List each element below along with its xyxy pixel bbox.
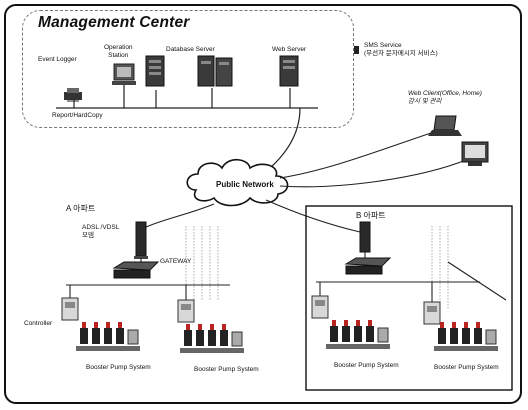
management-center-boundary (22, 10, 354, 128)
database-server-label: Database Server (166, 46, 215, 53)
sms-service-title: SMS Service (364, 42, 402, 49)
site-a-booster-label: Booster Pump System (194, 366, 259, 373)
site-b-bus (316, 261, 507, 302)
diagram-frame (4, 4, 522, 404)
gateway-icon (344, 257, 392, 275)
web-server-label: Web Server (272, 46, 307, 53)
event-logger-label: Event Logger (38, 56, 77, 63)
site-b-booster-label: Booster Pump System (334, 362, 399, 369)
operation-station-label: Operation Station (104, 44, 133, 60)
web-client-label: Web Client(Office, Home) 감시 및 관리 (408, 90, 482, 106)
controller-panel-icon (177, 299, 195, 323)
sms-phone-icon (354, 46, 359, 54)
web-client-title: Web Client(Office, Home) (408, 90, 482, 97)
public-network-label: Public Network (216, 180, 274, 189)
desktop-monitor-icon (461, 141, 489, 166)
controller-panel-icon (311, 295, 329, 319)
sms-service-subtitle: (무선자 문자메시지 서비스) (364, 50, 438, 57)
management-uplink (269, 107, 301, 169)
management-center-title: Management Center (38, 14, 190, 31)
pump-system-icon (180, 324, 244, 353)
cloud-icon (186, 158, 289, 207)
pump-system-icon (76, 322, 140, 351)
operation-station-label-line: Operation (104, 44, 133, 51)
site-b-label: B 아파트 (356, 211, 386, 220)
pump-system-icon (326, 320, 390, 349)
site-a-gateway-label: GATEWAY (160, 258, 192, 265)
site-a-booster-label: Booster Pump System (86, 364, 151, 371)
modem-icon (134, 221, 148, 259)
management-lan (56, 84, 318, 109)
web-client-subtitle: 감시 및 관리 (408, 98, 442, 105)
web-server-icon (279, 55, 299, 87)
site-b-boundary (305, 205, 513, 391)
operation-station-label-line: Station (108, 52, 129, 59)
laptop-icon (428, 115, 462, 136)
site-a-io-columns (185, 226, 219, 300)
controller-panel-icon (61, 297, 79, 321)
network-links (143, 131, 467, 233)
site-b-io-columns (431, 226, 449, 310)
pump-system-icon (434, 322, 498, 351)
modem-icon (359, 221, 371, 253)
site-a-modem-label: ADSL /VDSL 모뎀 (82, 224, 119, 240)
site-a-bus (66, 284, 230, 300)
site-a-modem-line: ADSL /VDSL (82, 224, 120, 231)
database-server-icon (145, 55, 165, 87)
site-a-controller-label: Controller (24, 320, 53, 327)
operation-station-icon (112, 63, 136, 85)
sms-service-label: SMS Service (무선자 문자메시지 서비스) (364, 42, 438, 58)
site-a-label: A 아파트 (66, 204, 96, 213)
site-a-modem-line: 모뎀 (82, 232, 94, 239)
printer-icon (64, 88, 82, 102)
database-server-icon (197, 55, 233, 87)
gateway-icon (112, 261, 160, 279)
report-label: Report/HardCopy (52, 112, 103, 119)
controller-panel-icon (423, 301, 441, 325)
site-b-booster-label: Booster Pump System (434, 364, 499, 371)
